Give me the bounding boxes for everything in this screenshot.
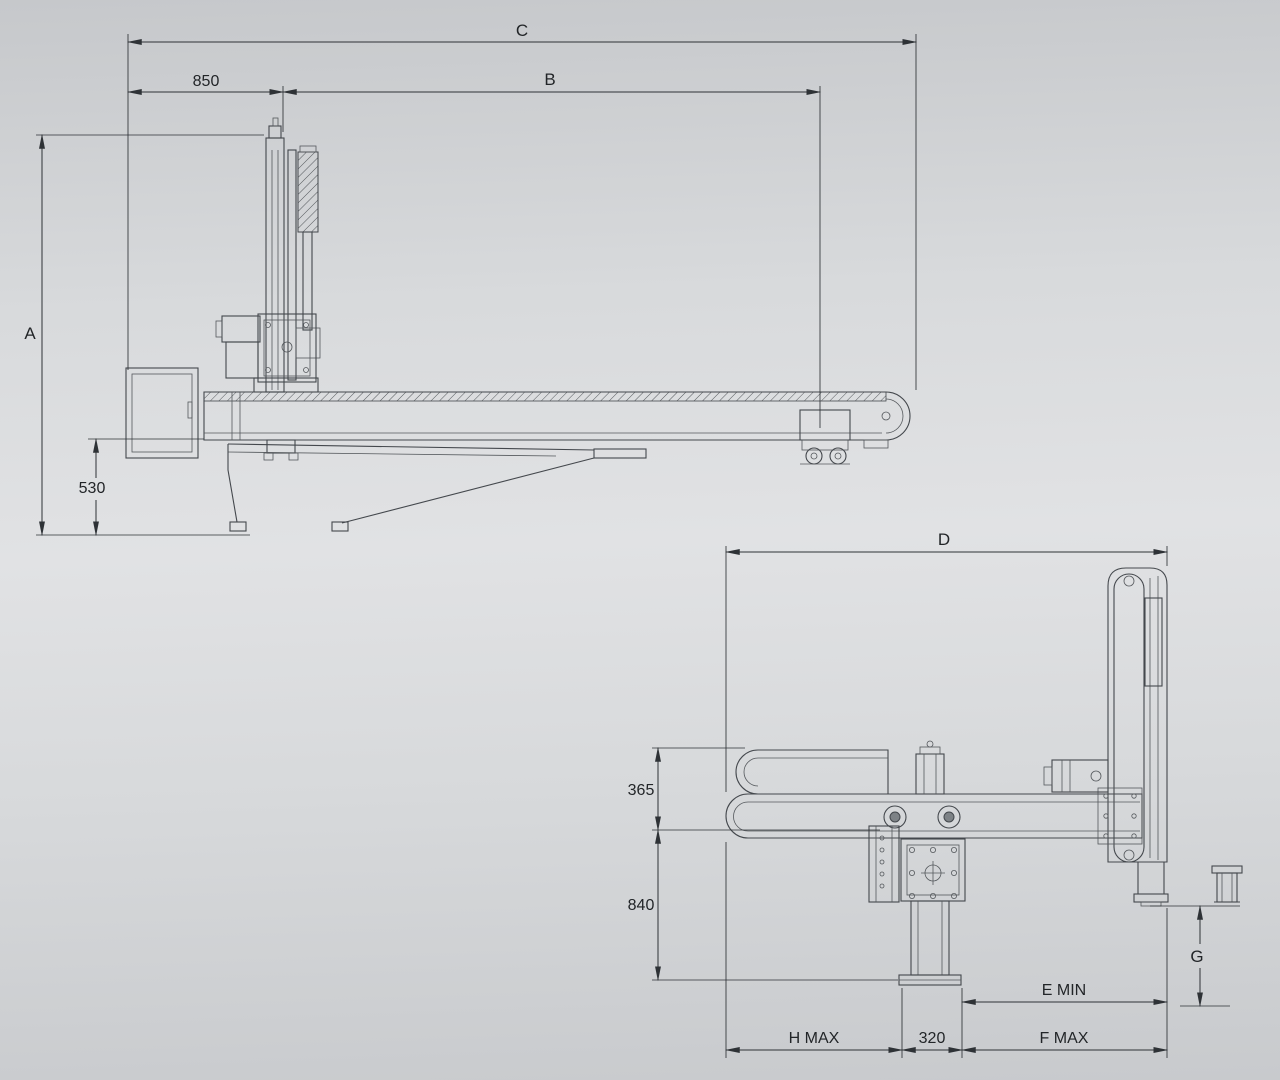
dimension-h-max: H MAX — [724, 842, 904, 1058]
pedestal-post — [898, 900, 962, 986]
dimension-530: 530 — [79, 437, 204, 537]
dim-label-g: G — [1190, 947, 1203, 966]
dim-label-c: C — [516, 21, 528, 40]
dimension-f-max: F MAX — [960, 1030, 1169, 1053]
beam-motor — [1043, 759, 1109, 793]
dim-label-840: 840 — [628, 897, 655, 914]
vertical-arm — [215, 117, 321, 461]
dimension-365: 365 — [628, 746, 880, 832]
front-beam — [725, 787, 1143, 845]
dim-label-f-max: F MAX — [1040, 1030, 1089, 1047]
dim-label-850: 850 — [193, 73, 220, 90]
dimension-850: 850 — [126, 73, 285, 132]
control-cabinet — [125, 367, 199, 459]
dimension-a: A — [24, 133, 264, 537]
dimension-e-min: E MIN — [960, 908, 1169, 1058]
dim-label-a: A — [24, 324, 36, 343]
front-view-dimensions: D 365 840 E MIN H MAX — [628, 530, 1240, 1058]
dimension-320: 320 — [900, 1030, 964, 1053]
dim-label-b: B — [544, 70, 555, 89]
dimension-g: G — [1150, 904, 1240, 1008]
traverse-beam — [203, 391, 911, 449]
dim-label-320: 320 — [919, 1030, 946, 1047]
vertical-column — [1107, 567, 1169, 907]
upper-arm — [735, 749, 889, 795]
dim-label-h-max: H MAX — [789, 1030, 840, 1047]
dim-label-d: D — [938, 530, 950, 549]
beam-carriage — [799, 409, 851, 465]
dimension-c: C — [126, 21, 918, 390]
dim-label-530: 530 — [79, 480, 106, 497]
support-frame — [227, 443, 647, 532]
dim-label-365: 365 — [628, 782, 655, 799]
dimension-d: D — [724, 530, 1169, 792]
front-view-drawing — [725, 567, 1243, 986]
side-view-drawing — [125, 117, 911, 532]
dimension-840: 840 — [628, 828, 898, 982]
center-carriage — [868, 740, 966, 903]
end-of-arm-tool — [1211, 865, 1243, 903]
side-view-dimensions: C 850 B A 530 — [24, 21, 918, 537]
dim-label-e-min: E MIN — [1042, 982, 1086, 999]
dimension-b: B — [281, 70, 822, 428]
